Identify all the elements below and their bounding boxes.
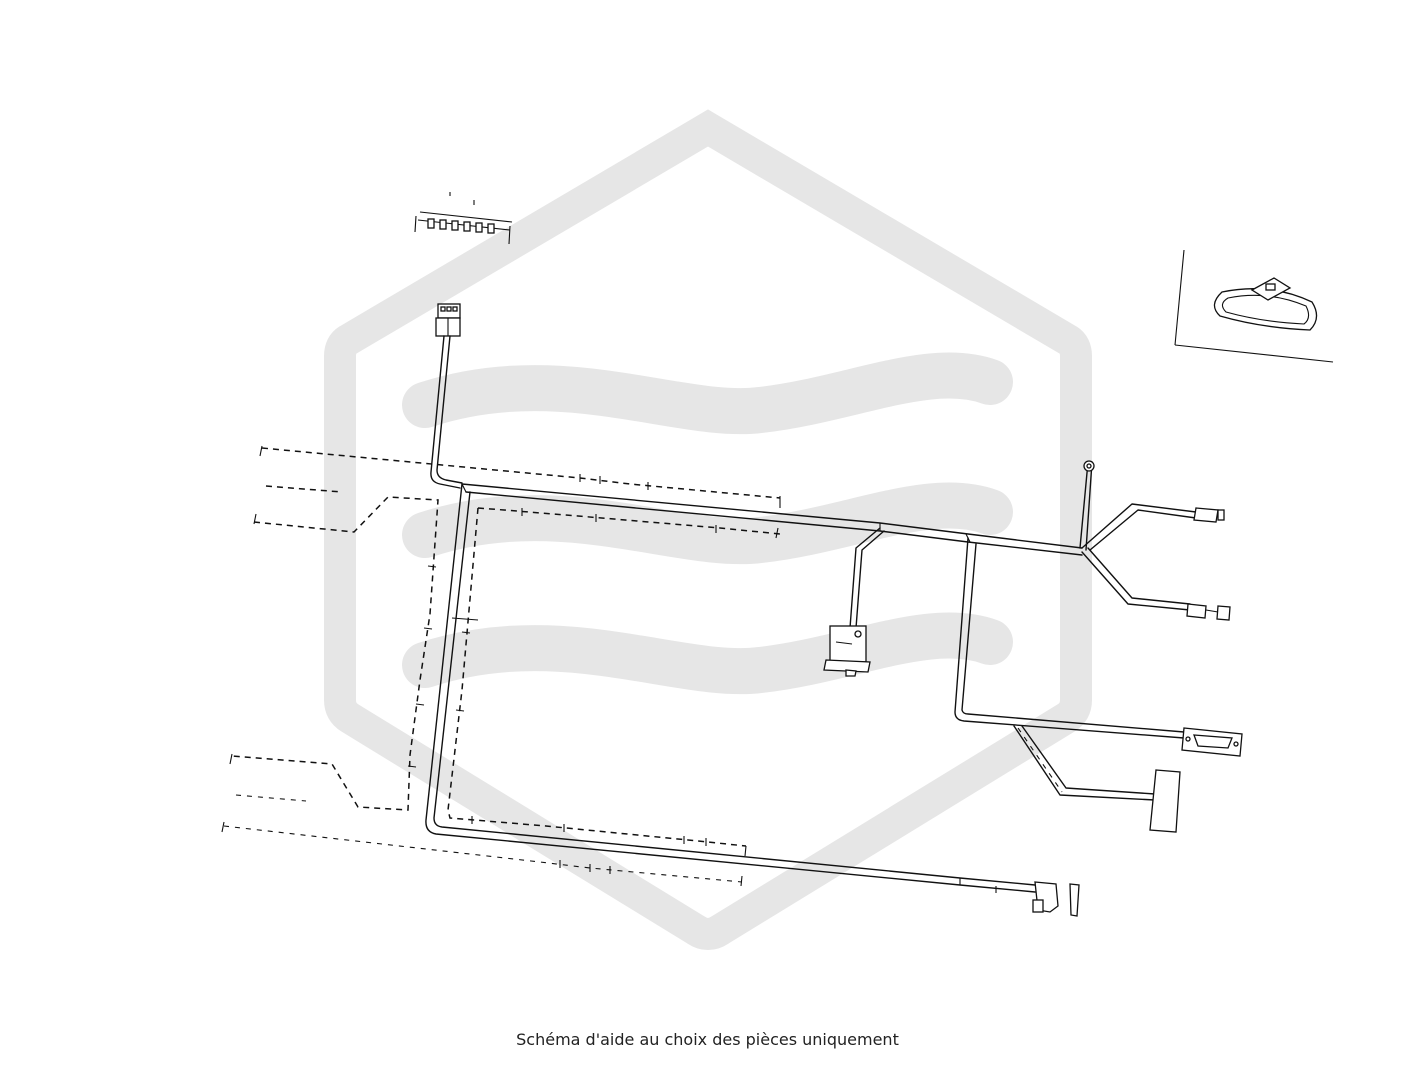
optional-harness-routes — [221, 445, 781, 887]
bottom-connector — [1032, 881, 1080, 917]
sub-d-connector — [1181, 727, 1243, 757]
top-connector — [435, 303, 461, 337]
lower-right-branch — [954, 537, 1185, 801]
left-vertical-branch — [425, 483, 1036, 893]
diagram-caption: Schéma d'aide au choix des pièces unique… — [516, 1030, 899, 1049]
rearview-mirror-inset — [1174, 249, 1334, 363]
right-branches — [1079, 460, 1231, 621]
main-harness-trunk — [461, 483, 1083, 556]
flat-connector — [1149, 769, 1181, 833]
top-lead-wire — [430, 335, 461, 489]
watermark-logo — [324, 109, 1092, 950]
module-branch — [823, 527, 885, 677]
fuse-connector-block — [414, 192, 513, 245]
